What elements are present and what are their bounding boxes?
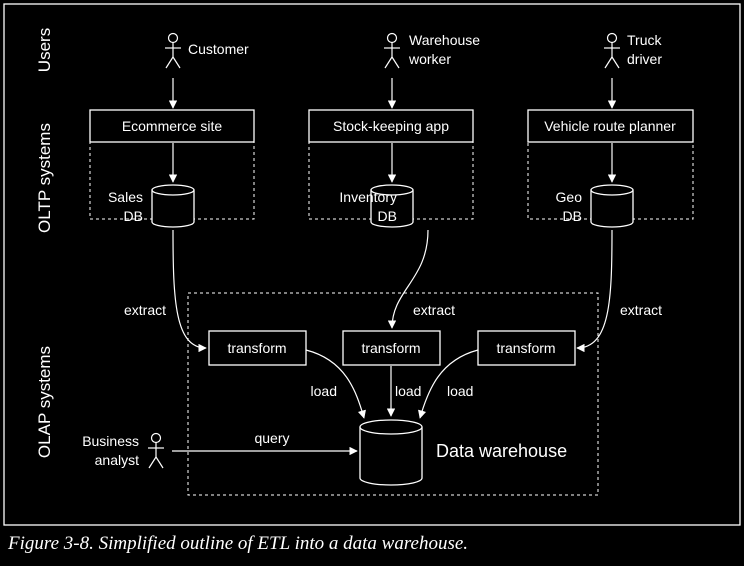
ecommerce-site-box bbox=[89, 109, 255, 143]
transform-box-inventory bbox=[342, 330, 441, 366]
load-label-geo: load bbox=[447, 383, 473, 399]
warehouse-worker-person-icon bbox=[384, 32, 400, 69]
inventory-db-cylinder-icon bbox=[370, 184, 414, 228]
arrow-load-geo bbox=[418, 349, 479, 419]
truck-driver-person-icon bbox=[604, 32, 620, 69]
olap-region bbox=[187, 292, 599, 496]
section-label-oltp: OLTP systems bbox=[35, 123, 54, 233]
extract-label-geo: extract bbox=[620, 302, 662, 318]
arrow-load-sales bbox=[305, 349, 366, 419]
geo-db-cylinder-icon bbox=[590, 184, 634, 228]
label-business-analyst-1: Business bbox=[82, 433, 139, 449]
arrow-extract-geo bbox=[576, 229, 613, 353]
label-truck-driver-1: Truck bbox=[627, 32, 662, 48]
load-label-inventory: load bbox=[395, 383, 421, 399]
label-warehouse-worker-1: Warehouse bbox=[409, 32, 480, 48]
vehicle-route-planner-label: Vehicle route planner bbox=[544, 118, 676, 134]
extract-label-inventory: extract bbox=[413, 302, 455, 318]
ecommerce-site-label: Ecommerce site bbox=[122, 118, 223, 134]
geo-db-label-2: DB bbox=[563, 208, 582, 224]
transform-label-sales: transform bbox=[227, 340, 286, 356]
stock-keeping-app-box bbox=[308, 109, 474, 143]
extract-label-sales: extract bbox=[124, 302, 166, 318]
business-analyst-person-icon bbox=[148, 432, 164, 469]
arrow-extract-sales bbox=[172, 229, 207, 353]
query-label: query bbox=[254, 430, 289, 446]
figure-caption: Figure 3-8. Simplified outline of ETL in… bbox=[8, 533, 469, 554]
inventory-db-label-2: DB bbox=[378, 208, 397, 224]
label-business-analyst-2: analyst bbox=[95, 452, 139, 468]
sales-db-cylinder-icon bbox=[151, 184, 195, 228]
figure-frame bbox=[3, 3, 741, 526]
transform-box-sales bbox=[208, 330, 307, 366]
transform-box-geo bbox=[477, 330, 576, 366]
data-warehouse-label: Data warehouse bbox=[436, 441, 567, 461]
stock-keeping-app-label: Stock-keeping app bbox=[333, 118, 449, 134]
sales-db-label-2: DB bbox=[124, 208, 143, 224]
sales-db-label-1: Sales bbox=[108, 189, 143, 205]
label-warehouse-worker-2: worker bbox=[408, 51, 451, 67]
label-customer: Customer bbox=[188, 41, 249, 57]
arrow-extract-inventory bbox=[387, 229, 429, 329]
section-label-olap: OLAP systems bbox=[35, 346, 54, 458]
vehicle-route-planner-box bbox=[527, 109, 694, 143]
inventory-db-label-1: Inventory bbox=[339, 189, 397, 205]
transform-label-geo: transform bbox=[496, 340, 555, 356]
customer-person-icon bbox=[165, 32, 181, 69]
data-warehouse-cylinder-icon bbox=[359, 419, 423, 486]
load-label-sales: load bbox=[311, 383, 337, 399]
section-label-users: Users bbox=[35, 28, 54, 72]
geo-db-label-1: Geo bbox=[556, 189, 583, 205]
label-truck-driver-2: driver bbox=[627, 51, 662, 67]
transform-label-inventory: transform bbox=[361, 340, 420, 356]
